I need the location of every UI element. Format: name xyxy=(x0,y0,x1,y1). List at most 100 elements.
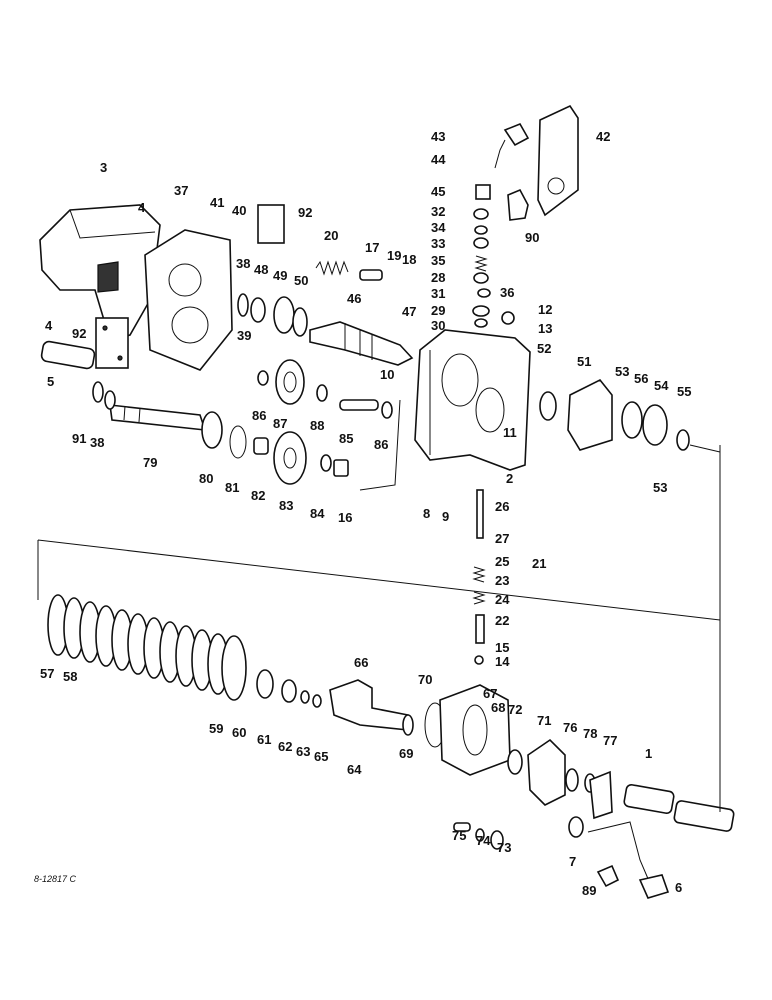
callout: 10 xyxy=(380,367,394,382)
callout: 1 xyxy=(645,746,652,761)
callout: 70 xyxy=(418,672,432,687)
clip-89-part xyxy=(596,864,620,888)
valve-17-part xyxy=(359,269,383,281)
bearing-parts-53-56 xyxy=(539,391,690,451)
tube-44-part xyxy=(494,139,506,169)
washer-7-part xyxy=(568,816,584,838)
boot-90-part xyxy=(507,188,529,221)
callout: 52 xyxy=(537,341,551,356)
callout: 31 xyxy=(431,286,445,301)
callout: 87 xyxy=(273,416,287,431)
callout: 80 xyxy=(199,471,213,486)
callout: 16 xyxy=(338,510,352,525)
spacer-82-part xyxy=(253,437,269,455)
callout: 11 xyxy=(503,425,517,440)
callout: 64 xyxy=(347,762,362,777)
callout: 58 xyxy=(63,669,77,684)
callout: 88 xyxy=(310,418,324,433)
callout: 26 xyxy=(495,499,509,514)
callout: 82 xyxy=(251,488,265,503)
callout: 55 xyxy=(677,384,691,399)
pins-73-75-part xyxy=(453,822,504,850)
callout: 2 xyxy=(506,471,513,486)
callout: 22 xyxy=(495,613,509,628)
callout: 54 xyxy=(654,378,669,393)
coupler-1-part xyxy=(623,783,735,832)
callout: 45 xyxy=(431,184,445,199)
callout: 23 xyxy=(495,573,509,588)
callout: 53 xyxy=(653,480,667,495)
callout: 21 xyxy=(532,556,546,571)
callout: 17 xyxy=(365,240,379,255)
callout: 35 xyxy=(431,253,445,268)
callout: 92 xyxy=(72,326,86,341)
callout: 78 xyxy=(583,726,597,741)
callout: 59 xyxy=(209,721,223,736)
callout: 20 xyxy=(324,228,338,243)
callout: 57 xyxy=(40,666,54,681)
rear-housing-part xyxy=(144,229,233,371)
housing-cover-part xyxy=(39,204,161,341)
callout: 92 xyxy=(298,205,312,220)
washers-row-part xyxy=(237,293,308,337)
assembly-leader-lines xyxy=(37,399,721,812)
callout: 7 xyxy=(569,854,576,869)
callout: 24 xyxy=(495,592,510,607)
pump-body-71-part xyxy=(527,738,566,806)
callout: 56 xyxy=(634,371,648,386)
valve-stack-part xyxy=(472,184,515,328)
callout: 50 xyxy=(294,273,308,288)
callout: 73 xyxy=(497,840,511,855)
clutch-disc-pack-part xyxy=(47,594,247,701)
lever-6-part xyxy=(587,821,670,899)
main-shaft-part xyxy=(309,321,414,366)
pins-85-88-part xyxy=(257,370,393,477)
callout: 60 xyxy=(232,725,246,740)
callout: 83 xyxy=(279,498,293,513)
piston-67-part xyxy=(439,684,511,776)
callout: 29 xyxy=(431,303,445,318)
callout: 44 xyxy=(431,152,446,167)
callout: 36 xyxy=(500,285,514,300)
callout: 46 xyxy=(347,291,361,306)
springs-61-65-part xyxy=(256,669,322,708)
callout: 91 xyxy=(72,431,86,446)
callout: 90 xyxy=(525,230,539,245)
drawing-code: 8-12817 C xyxy=(34,874,77,884)
callout: 38 xyxy=(90,435,104,450)
snap-ring-81-part xyxy=(229,425,247,459)
callout: 30 xyxy=(431,318,445,333)
fitting-43-part xyxy=(503,122,530,147)
callout: 3 xyxy=(100,160,107,175)
cover-plate-part xyxy=(95,317,129,369)
callout: 18 xyxy=(402,252,416,267)
bracket-77-part xyxy=(589,770,613,820)
callout: 86 xyxy=(374,437,388,452)
bearing-69-part xyxy=(402,714,414,736)
callout: 69 xyxy=(399,746,413,761)
sleeve-part xyxy=(40,340,96,370)
callout: 53 xyxy=(615,364,629,379)
callout: 12 xyxy=(538,302,552,317)
transmission-case-part xyxy=(414,329,531,471)
callout: 84 xyxy=(310,506,325,521)
gear-83-part xyxy=(273,431,307,485)
callout: 81 xyxy=(225,480,239,495)
valve-rod-part xyxy=(472,489,486,665)
callout: 33 xyxy=(431,236,445,251)
small-plate-part xyxy=(257,204,285,244)
callout: 86 xyxy=(252,408,266,423)
callout: 5 xyxy=(47,374,54,389)
callout-labels: 1 2 3 4 4 5 6 7 8 9 10 11 12 13 14 15 16… xyxy=(40,129,691,898)
callout: 34 xyxy=(431,220,446,235)
callout: 48 xyxy=(254,262,268,277)
callout: 4 xyxy=(45,318,53,333)
callout: 6 xyxy=(675,880,682,895)
callout: 14 xyxy=(495,654,510,669)
callout: 38 xyxy=(236,256,250,271)
callout: 37 xyxy=(174,183,188,198)
callout: 42 xyxy=(596,129,610,144)
callout: 32 xyxy=(431,204,445,219)
